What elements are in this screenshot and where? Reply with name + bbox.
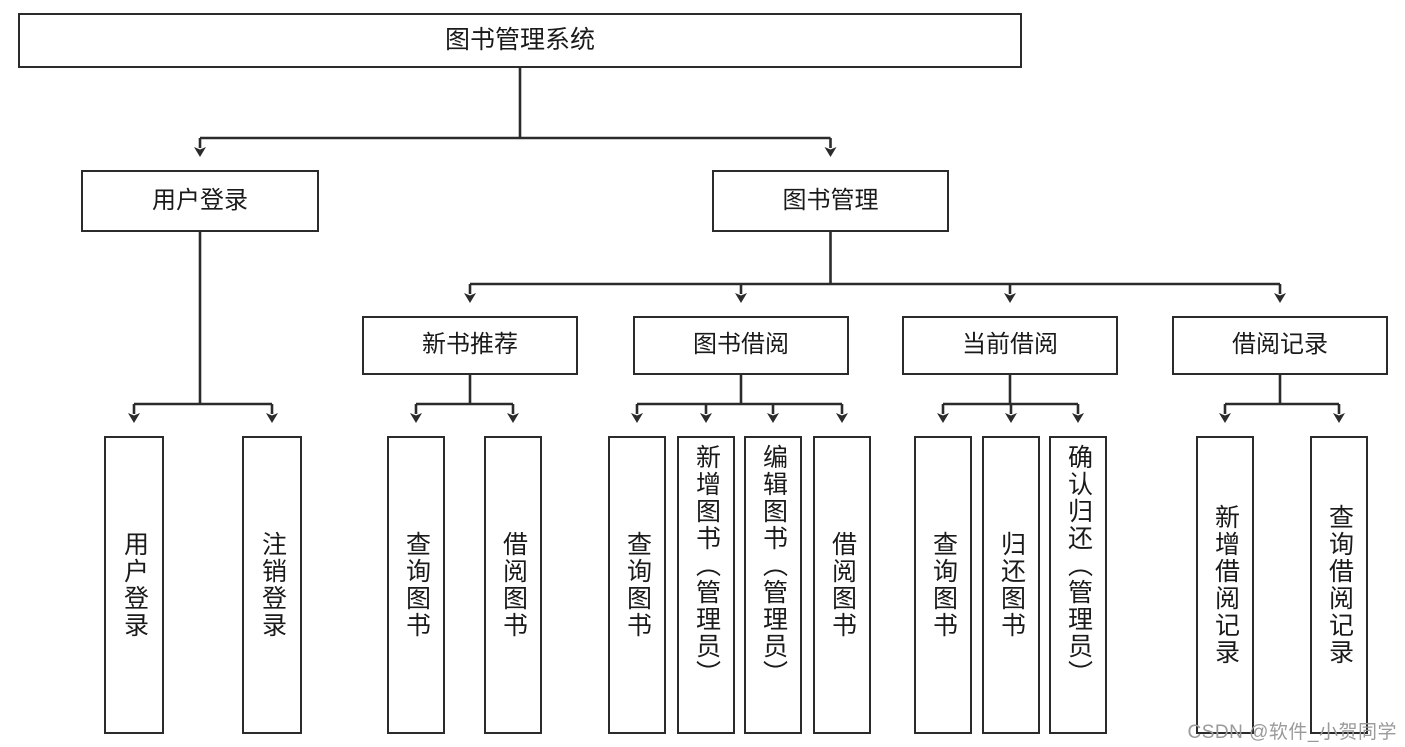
node-leaf-borrow-book-1[interactable]: 借阅图书 [484, 436, 542, 734]
node-label: 借阅图书 [828, 531, 857, 639]
node-leaf-return-book[interactable]: 归还图书 [982, 436, 1040, 734]
node-new-book-recommend[interactable]: 新书推荐 [362, 316, 578, 375]
node-label: 归还图书 [997, 531, 1026, 639]
node-label: 图书管理系统 [444, 25, 595, 54]
node-user-login[interactable]: 用户登录 [81, 170, 319, 232]
node-leaf-logout-login[interactable]: 注销登录 [242, 436, 302, 734]
node-label: 查询图书 [623, 531, 652, 639]
node-label: 注销登录 [258, 531, 287, 639]
node-leaf-query-book-3[interactable]: 查询图书 [914, 436, 972, 734]
node-label: 新增图书（管理员） [692, 444, 721, 687]
node-label: 查询借阅记录 [1325, 504, 1354, 666]
node-borrow-record[interactable]: 借阅记录 [1172, 316, 1388, 375]
node-label: 当前借阅 [962, 331, 1058, 359]
node-leaf-add-record[interactable]: 新增借阅记录 [1196, 436, 1254, 734]
node-leaf-borrow-book-2[interactable]: 借阅图书 [813, 436, 871, 734]
node-label: 新书推荐 [422, 331, 518, 359]
node-label: 用户登录 [120, 531, 149, 639]
node-label: 编辑图书（管理员） [759, 444, 788, 687]
node-leaf-user-login[interactable]: 用户登录 [104, 436, 164, 734]
node-label: 借阅记录 [1232, 331, 1328, 359]
node-leaf-confirm-return[interactable]: 确认归还（管理员） [1049, 436, 1107, 734]
node-leaf-query-record[interactable]: 查询借阅记录 [1310, 436, 1368, 734]
node-current-borrow[interactable]: 当前借阅 [902, 316, 1118, 375]
node-label: 新增借阅记录 [1211, 504, 1240, 666]
node-root[interactable]: 图书管理系统 [18, 13, 1022, 68]
node-label: 用户登录 [152, 186, 248, 214]
csdn-watermark: CSDN @软件_小贺同学 [1187, 722, 1397, 743]
node-label: 查询图书 [402, 531, 431, 639]
node-leaf-query-book-2[interactable]: 查询图书 [608, 436, 666, 734]
node-label: 借阅图书 [499, 531, 528, 639]
node-leaf-query-book-1[interactable]: 查询图书 [387, 436, 445, 734]
node-leaf-edit-book[interactable]: 编辑图书（管理员） [744, 436, 802, 734]
node-label: 查询图书 [929, 531, 958, 639]
node-leaf-add-book[interactable]: 新增图书（管理员） [677, 436, 735, 734]
node-label: 确认归还（管理员） [1064, 444, 1093, 687]
node-book-manage[interactable]: 图书管理 [712, 170, 949, 232]
node-label: 图书管理 [782, 186, 879, 214]
node-label: 图书借阅 [693, 331, 789, 359]
node-book-borrow[interactable]: 图书借阅 [633, 316, 849, 375]
